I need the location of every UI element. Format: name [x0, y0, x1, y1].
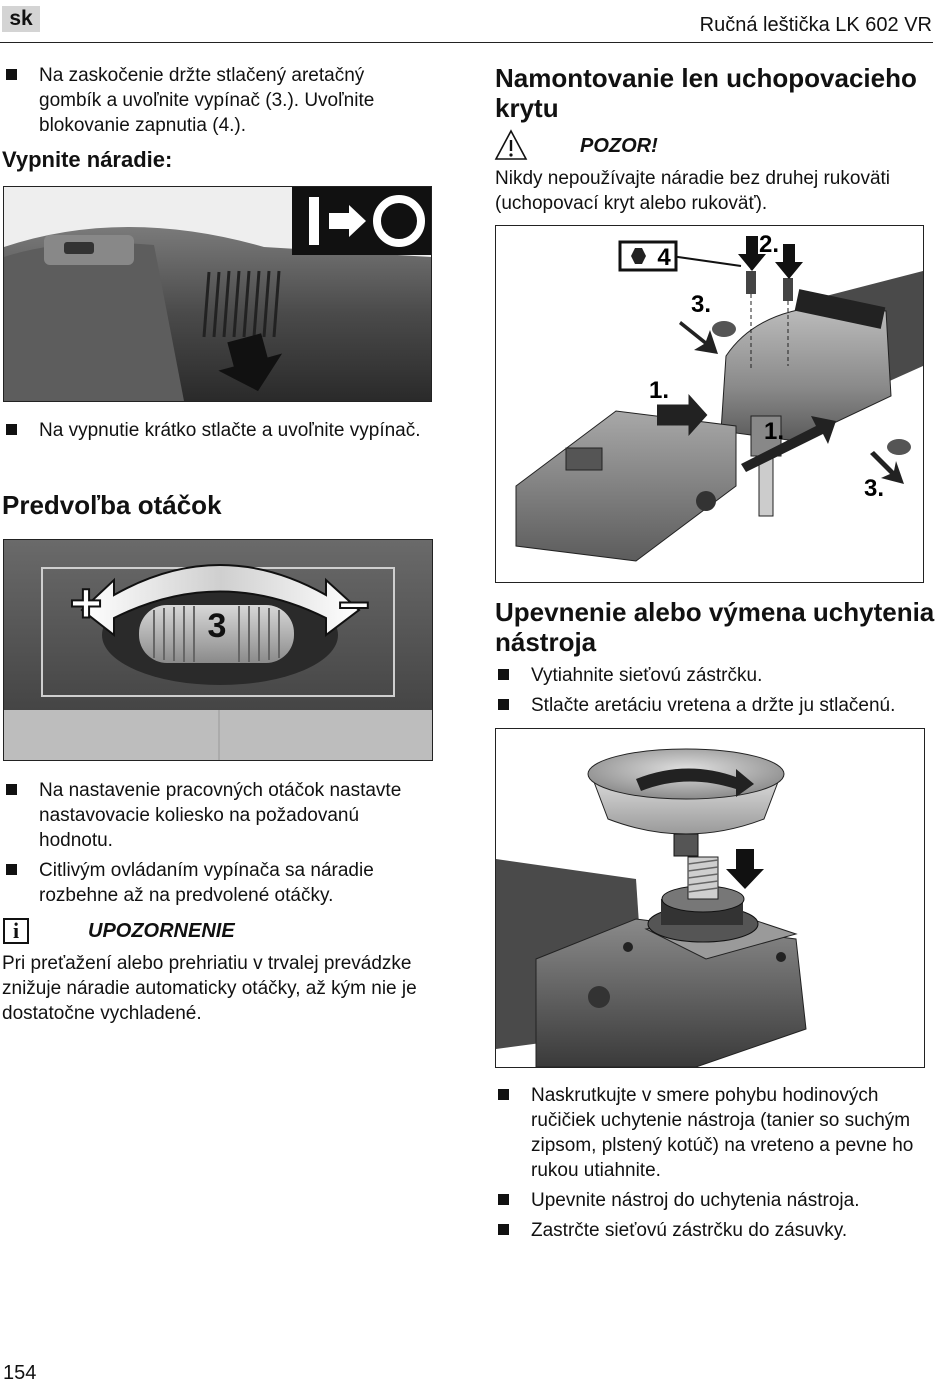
bullet-square-icon — [6, 784, 17, 795]
warning-text: Nikdy nepoužívajte náradie bez druhej ru… — [495, 168, 891, 214]
list-item: Zastrčte sieťovú zástrčku do zásuvky. — [495, 1218, 935, 1243]
guard-heading: Namontovanie len uchopovacieho krytu — [495, 63, 917, 123]
warning-title: POZOR! — [580, 135, 658, 157]
step-label: 2. — [759, 231, 779, 258]
speed-heading: Predvoľba otáčok — [2, 490, 222, 520]
tool-list: Vytiahnite sieťovú zástrčku. Stlačte are… — [495, 663, 935, 723]
step-label: 1. — [764, 418, 784, 445]
language-badge: sk — [2, 6, 40, 32]
header-rule — [0, 42, 933, 43]
note-title: UPOZORNENIE — [88, 920, 235, 942]
speed-figure: 3 + – — [3, 539, 433, 761]
warning-triangle-icon — [494, 129, 528, 161]
step-label: 3. — [864, 475, 884, 502]
bullet-square-icon — [498, 699, 509, 710]
header-title: Ručná leštička LK 602 VR — [699, 14, 932, 36]
page-number: 154 — [3, 1362, 37, 1384]
bullet-square-icon — [498, 1194, 509, 1205]
bullet-square-icon — [6, 864, 17, 875]
bullet-square-icon — [6, 69, 17, 80]
speed-wheel-value: 3 — [208, 607, 227, 645]
list-item: Na nastavenie pracovných otáčok nastavte… — [3, 778, 433, 853]
list-item: Stlačte aretáciu vretena a držte ju stla… — [495, 693, 935, 718]
list-item: Na zaskočenie držte stlačený aretačný go… — [3, 63, 423, 138]
list-item: Upevnite nástroj do uchytenia nástroja. — [495, 1188, 935, 1213]
tool-heading: Upevnenie alebo výmena uchytenia nástroj… — [495, 597, 935, 657]
list-item: Citlivým ovládaním vypínača sa náradie r… — [3, 858, 433, 908]
info-icon: i — [3, 918, 29, 944]
minus-sign: – — [338, 569, 369, 632]
intro-list: Na zaskočenie držte stlačený aretačný go… — [3, 63, 423, 143]
switch-off-heading: Vypnite náradie: — [2, 147, 173, 172]
tool-holder-figure — [495, 728, 925, 1068]
list-item: Vytiahnite sieťovú zástrčku. — [495, 663, 935, 688]
note-text: Pri preťažení alebo prehriatiu v trvalej… — [2, 953, 417, 1024]
switch-off-list: Na vypnutie krátko stlačte a uvoľnite vy… — [3, 418, 423, 448]
final-list: Naskrutkujte v smere pohybu hodinových r… — [495, 1083, 935, 1248]
list-item: Na vypnutie krátko stlačte a uvoľnite vy… — [3, 418, 423, 443]
hex-size-label: 4 — [657, 244, 671, 271]
step-label: 1. — [649, 377, 669, 404]
list-item: Naskrutkujte v smere pohybu hodinových r… — [495, 1083, 935, 1183]
speed-list: Na nastavenie pracovných otáčok nastavte… — [3, 778, 433, 913]
guard-figure: 4 2. 3. 1. 1. 3. — [495, 225, 924, 583]
bullet-square-icon — [498, 1224, 509, 1235]
bullet-square-icon — [498, 1089, 509, 1100]
bullet-square-icon — [498, 669, 509, 680]
plus-sign: + — [70, 571, 103, 634]
step-label: 3. — [691, 291, 711, 318]
switch-off-figure — [3, 186, 432, 402]
bullet-square-icon — [6, 424, 17, 435]
